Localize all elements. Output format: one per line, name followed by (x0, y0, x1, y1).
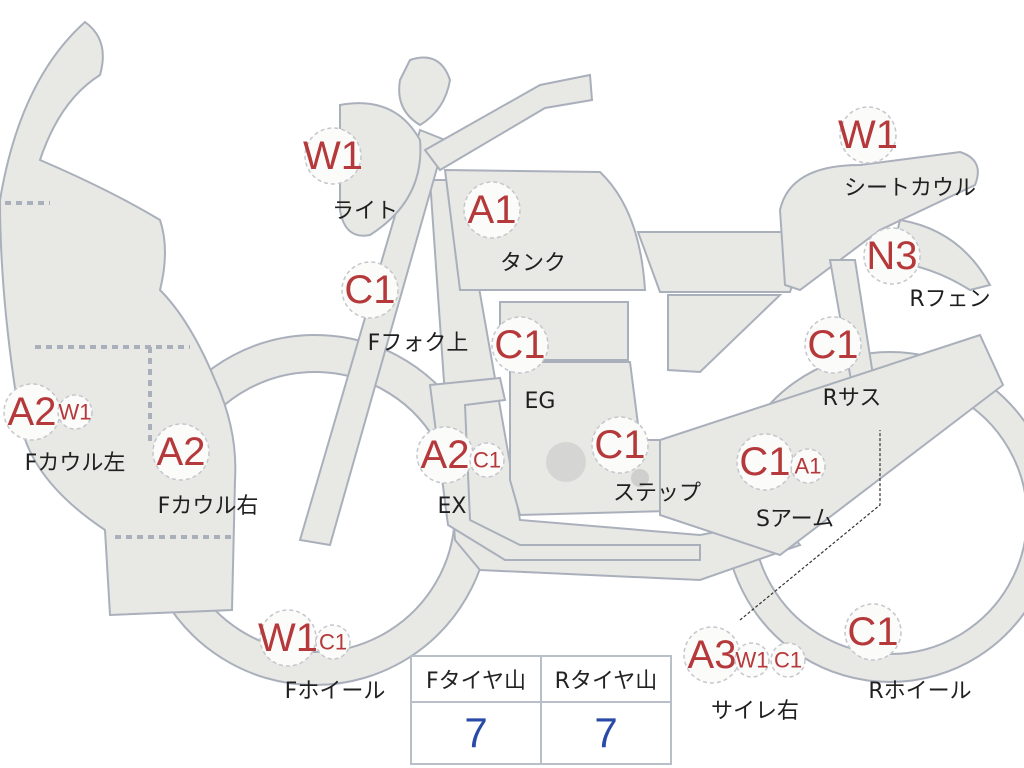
damage-marker-circle (491, 316, 549, 374)
damage-marker-circle (734, 642, 770, 678)
marker-light[interactable]: W1 ライト (303, 127, 398, 224)
damage-code: A1 (795, 454, 822, 479)
marker-sarm[interactable]: C1 A1 Sアーム (736, 433, 834, 532)
marker-ex[interactable]: A2 C1 EX (416, 426, 505, 519)
label-seatcowl: シートカウル (844, 176, 976, 201)
marker-tank[interactable]: A1 タンク (463, 181, 566, 276)
marker-silencer-right[interactable]: A3 W1 C1 サイレ右 (683, 626, 806, 724)
damage-code: C1 (319, 630, 347, 655)
damage-code: C1 (847, 610, 898, 654)
damage-code: W1 (303, 134, 363, 178)
swing-arm[interactable] (659, 333, 1005, 557)
handlebar[interactable] (423, 73, 594, 172)
damage-code: C1 (807, 323, 858, 367)
damage-code: C1 (774, 648, 802, 673)
damage-marker-circle (341, 261, 399, 319)
marker-fcowl-left[interactable]: A2 W1 Fカウル左 (3, 383, 126, 476)
front-cowl[interactable] (0, 20, 237, 617)
marker-ffork[interactable]: C1 Fフォク上 (341, 261, 469, 356)
label-step: ステップ (613, 481, 701, 506)
damage-marker-circle (304, 127, 362, 185)
label-tank: タンク (500, 251, 566, 276)
damage-code: C1 (344, 268, 395, 312)
damage-marker-circle (844, 603, 902, 661)
damage-code: W1 (258, 616, 318, 660)
engine-cover (546, 442, 586, 482)
damage-code: A3 (688, 633, 737, 677)
tire-tread-table: Fタイヤ山 Rタイヤ山 7 7 (410, 655, 672, 765)
marker-rfender[interactable]: N3 Rフェン (863, 227, 991, 312)
header-rear-tire: Rタイヤ山 (540, 655, 672, 703)
damage-marker-circle (315, 624, 351, 660)
label-fwheel: Fホイール (285, 679, 386, 704)
damage-code: A1 (468, 188, 517, 232)
silencer-guide-line (739, 430, 881, 621)
damage-marker-circle (790, 448, 826, 484)
damage-code: W1 (59, 400, 92, 425)
front-fork[interactable] (298, 128, 447, 547)
label-eg: EG (525, 389, 556, 414)
damage-code: C1 (594, 423, 645, 467)
marker-rwheel[interactable]: C1 Rホイール (844, 603, 972, 704)
rear-frame (667, 294, 783, 374)
damage-code: C1 (739, 440, 790, 484)
label-rsus: Rサス (823, 386, 882, 411)
damage-marker-circle (863, 227, 921, 285)
marker-rsus[interactable]: C1 Rサス (804, 316, 882, 411)
marker-fwheel[interactable]: W1 C1 Fホイール (258, 609, 386, 704)
damage-code: A2 (8, 390, 57, 434)
side-panel (636, 231, 802, 293)
damage-code: C1 (473, 448, 501, 473)
marker-seatcowl[interactable]: W1 シートカウル (838, 106, 976, 201)
damage-marker-circle (839, 106, 897, 164)
damage-marker-circle (770, 642, 806, 678)
label-silencer-right: サイレ右 (711, 699, 799, 724)
marker-eg[interactable]: C1 EG (491, 316, 556, 414)
damage-code: A2 (157, 430, 206, 474)
label-ffork: Fフォク上 (368, 331, 469, 356)
damage-marker-circle (591, 416, 649, 474)
cowl-divider (5, 201, 232, 539)
label-ex: EX (438, 494, 467, 519)
label-rwheel: Rホイール (868, 679, 971, 704)
damage-marker-circle (57, 394, 93, 430)
seat-cowl[interactable] (778, 150, 979, 292)
damage-code: C1 (494, 323, 545, 367)
headlight[interactable] (339, 102, 422, 237)
damage-code: N3 (866, 234, 917, 278)
value-front-tire: 7 (410, 701, 542, 765)
header-front-tire: Fタイヤ山 (410, 655, 542, 703)
label-fcowl-right: Fカウル右 (158, 494, 259, 519)
marker-step[interactable]: C1 ステップ (591, 416, 701, 506)
damage-marker-circle (804, 316, 862, 374)
exhaust-pipe[interactable] (428, 376, 701, 561)
mirror (398, 56, 452, 127)
damage-code: W1 (736, 648, 769, 673)
damage-code: W1 (838, 113, 898, 157)
marker-fcowl-right[interactable]: A2 Fカウル右 (152, 423, 259, 519)
label-sarm: Sアーム (756, 507, 834, 532)
label-light: ライト (332, 199, 398, 224)
damage-marker-circle (463, 181, 521, 239)
damage-marker-circle (469, 442, 505, 478)
damage-marker-circle (152, 423, 210, 481)
label-rfender: Rフェン (909, 287, 990, 312)
damage-code: A2 (421, 433, 470, 477)
step-peg (631, 469, 649, 487)
value-rear-tire: 7 (540, 701, 672, 765)
label-fcowl-left: Fカウル左 (25, 451, 126, 476)
